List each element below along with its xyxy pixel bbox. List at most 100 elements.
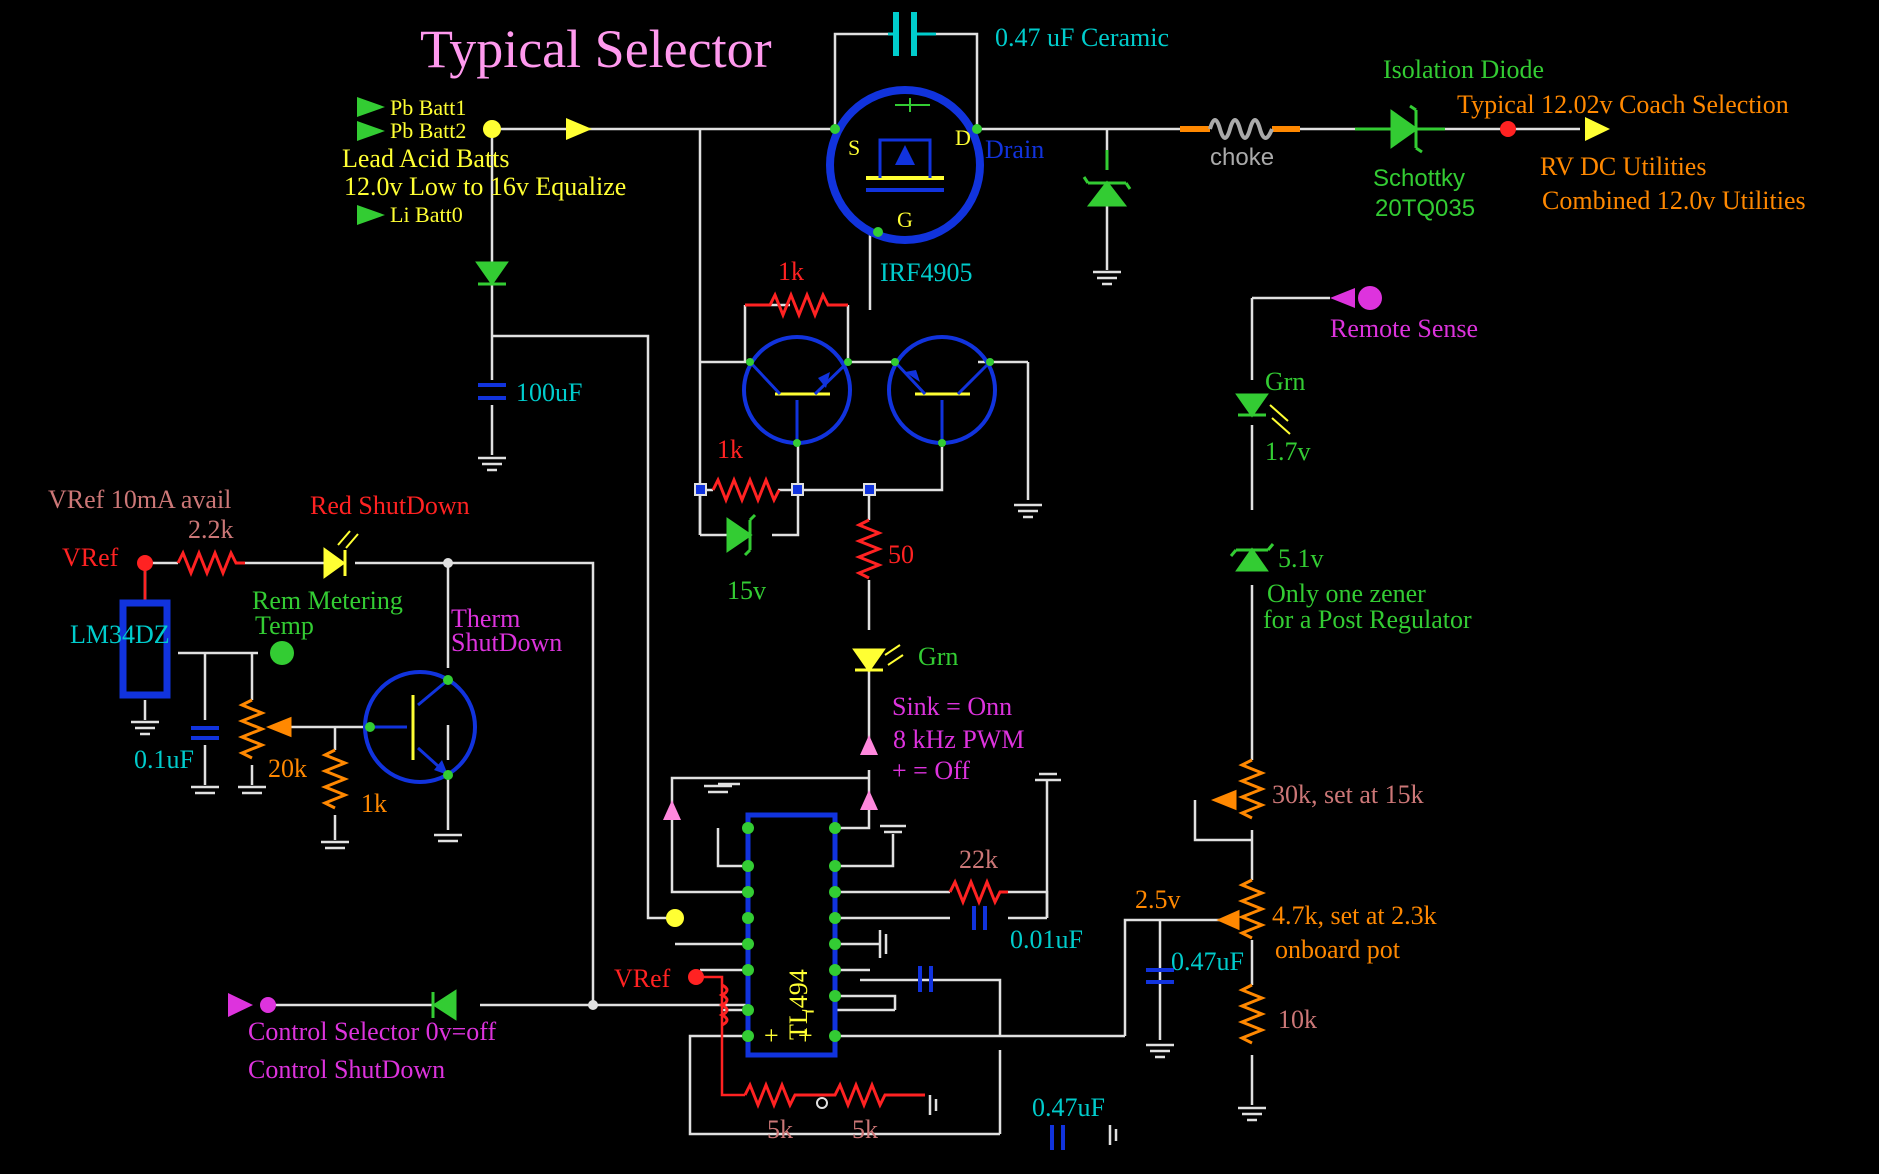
resistor-22k (948, 877, 1008, 907)
grn-led-pwm (852, 644, 904, 673)
label-control-selector: Control Selector 0v=off (248, 1017, 496, 1046)
label-sink-onn: Sink = Onn (892, 692, 1012, 721)
label-voltage-range: 12.0v Low to 16v Equalize (344, 172, 626, 201)
label-cap-0-47uf-low: 0.47uF (1032, 1093, 1105, 1122)
pot-30k (1210, 758, 1267, 820)
label-rem-metering: Rem Metering (252, 586, 403, 615)
resistor-2-2k (176, 548, 245, 578)
pnp-transistor-right (887, 335, 997, 447)
choke-inductor (1180, 118, 1300, 140)
label-grn-led: Grn (1265, 367, 1305, 396)
pnp-transistor-left (742, 335, 852, 447)
label-r-1k-top: 1k (778, 257, 804, 286)
control-diode (431, 989, 457, 1021)
tl494-chip (742, 812, 841, 1058)
zener-5-1v (1229, 543, 1275, 572)
label-therm: Therm (451, 604, 520, 633)
ground-symbol (1238, 1106, 1266, 1122)
pwm-arrow (663, 800, 681, 820)
label-pin-plus-b: + (798, 1021, 813, 1050)
li-batt0-arrow (357, 205, 385, 225)
label-li-batt0: Li Batt0 (390, 202, 463, 227)
label-onboard-pot: onboard pot (1275, 935, 1401, 964)
label-isolation-diode: Isolation Diode (1383, 55, 1544, 84)
resistor-1k-mid (711, 475, 781, 505)
drain-tvs-zener (1082, 150, 1132, 207)
label-drain: Drain (985, 135, 1044, 164)
label-mosfet-part: IRF4905 (880, 258, 972, 287)
label-schottky: Schottky (1373, 165, 1465, 192)
vref-coil (718, 983, 729, 1027)
ceramic-capacitor (888, 12, 936, 56)
label-tl494: TL494 (784, 969, 813, 1040)
label-mosfet-d: D (955, 125, 971, 150)
resistor-5k-pair (743, 1080, 925, 1110)
junction-node (588, 1000, 598, 1010)
page-title: Typical Selector (420, 19, 772, 79)
label-zener-note1: Only one zener (1267, 579, 1426, 608)
mosfet-irf4905 (826, 86, 984, 244)
label-zener-5-1v: 5.1v (1278, 544, 1324, 573)
node-square (863, 483, 876, 496)
label-shutdown: ShutDown (451, 628, 562, 657)
resistor-10k (1237, 983, 1267, 1045)
label-control-shutdown: Control ShutDown (248, 1055, 445, 1084)
lm34dz-sensor (119, 599, 171, 699)
pwm-arrow (860, 735, 878, 755)
label-pot-20k: 20k (268, 754, 307, 783)
remote-sense-node (1358, 286, 1382, 310)
rem-metering-node (270, 641, 294, 665)
resistor-50 (854, 518, 884, 580)
label-cap-ceramic: 0.47 uF Ceramic (995, 23, 1169, 52)
vref-node (137, 555, 153, 571)
bus-arrow (566, 118, 592, 140)
label-cap-100uf: 100uF (516, 378, 582, 407)
label-led-1-7v: 1.7v (1265, 437, 1311, 466)
ground-symbol (1146, 1043, 1174, 1059)
zener-15v (726, 513, 757, 557)
label-r-2-2k: 2.2k (188, 515, 234, 544)
resistor-1k-low (320, 748, 350, 810)
cap-0-47uf-mid (1146, 968, 1174, 984)
label-pb-batt1: Pb Batt1 (390, 95, 466, 120)
ground-symbol (1093, 270, 1121, 286)
output-arrow (1585, 117, 1610, 141)
cap-pin-right (918, 966, 933, 992)
pot-4-7k (1216, 878, 1267, 940)
divider-node (816, 1097, 828, 1109)
battery-node (483, 120, 501, 138)
label-pin-minus: - (806, 995, 815, 1024)
remote-sense-arrow (1330, 288, 1355, 308)
label-zener-note2: for a Post Regulator (1263, 605, 1472, 634)
ground-symbol (478, 456, 506, 472)
label-r-5k-b: 5k (852, 1115, 878, 1144)
label-vref-avail: VRef 10mA avail (48, 485, 231, 514)
label-remote-sense: Remote Sense (1330, 314, 1478, 343)
cap-0-01uf (972, 906, 987, 930)
label-r-50: 50 (888, 540, 914, 569)
red-shutdown-led (323, 530, 359, 579)
pot-20k (237, 698, 292, 760)
label-pwm: 8 kHz PWM (893, 725, 1024, 754)
grn-led-right (1235, 393, 1291, 435)
ground-symbol (704, 772, 1118, 1145)
node-square (791, 483, 804, 496)
cap-0-47uf-low (1050, 1125, 1065, 1150)
battery-diode (475, 261, 509, 286)
label-r-5k-a: 5k (767, 1115, 793, 1144)
label-red-shutdown: Red ShutDown (310, 491, 470, 520)
label-combined: Combined 12.0v Utilities (1542, 186, 1806, 215)
control-node (260, 997, 276, 1013)
label-zener-15v: 15v (727, 576, 766, 605)
label-choke: choke (1210, 144, 1274, 171)
output-node (1500, 121, 1516, 137)
label-r-10k: 10k (1278, 1005, 1317, 1034)
label-pb-batt2: Pb Batt2 (390, 118, 466, 143)
label-coach-selection: Typical 12.02v Coach Selection (1457, 90, 1789, 119)
label-cap-0-1uf: 0.1uF (134, 745, 194, 774)
pb-batt1-arrow (357, 97, 385, 117)
label-plus-off: + = Off (892, 756, 970, 785)
label-mosfet-g: G (897, 207, 913, 232)
cap-0-1uf (191, 726, 219, 740)
